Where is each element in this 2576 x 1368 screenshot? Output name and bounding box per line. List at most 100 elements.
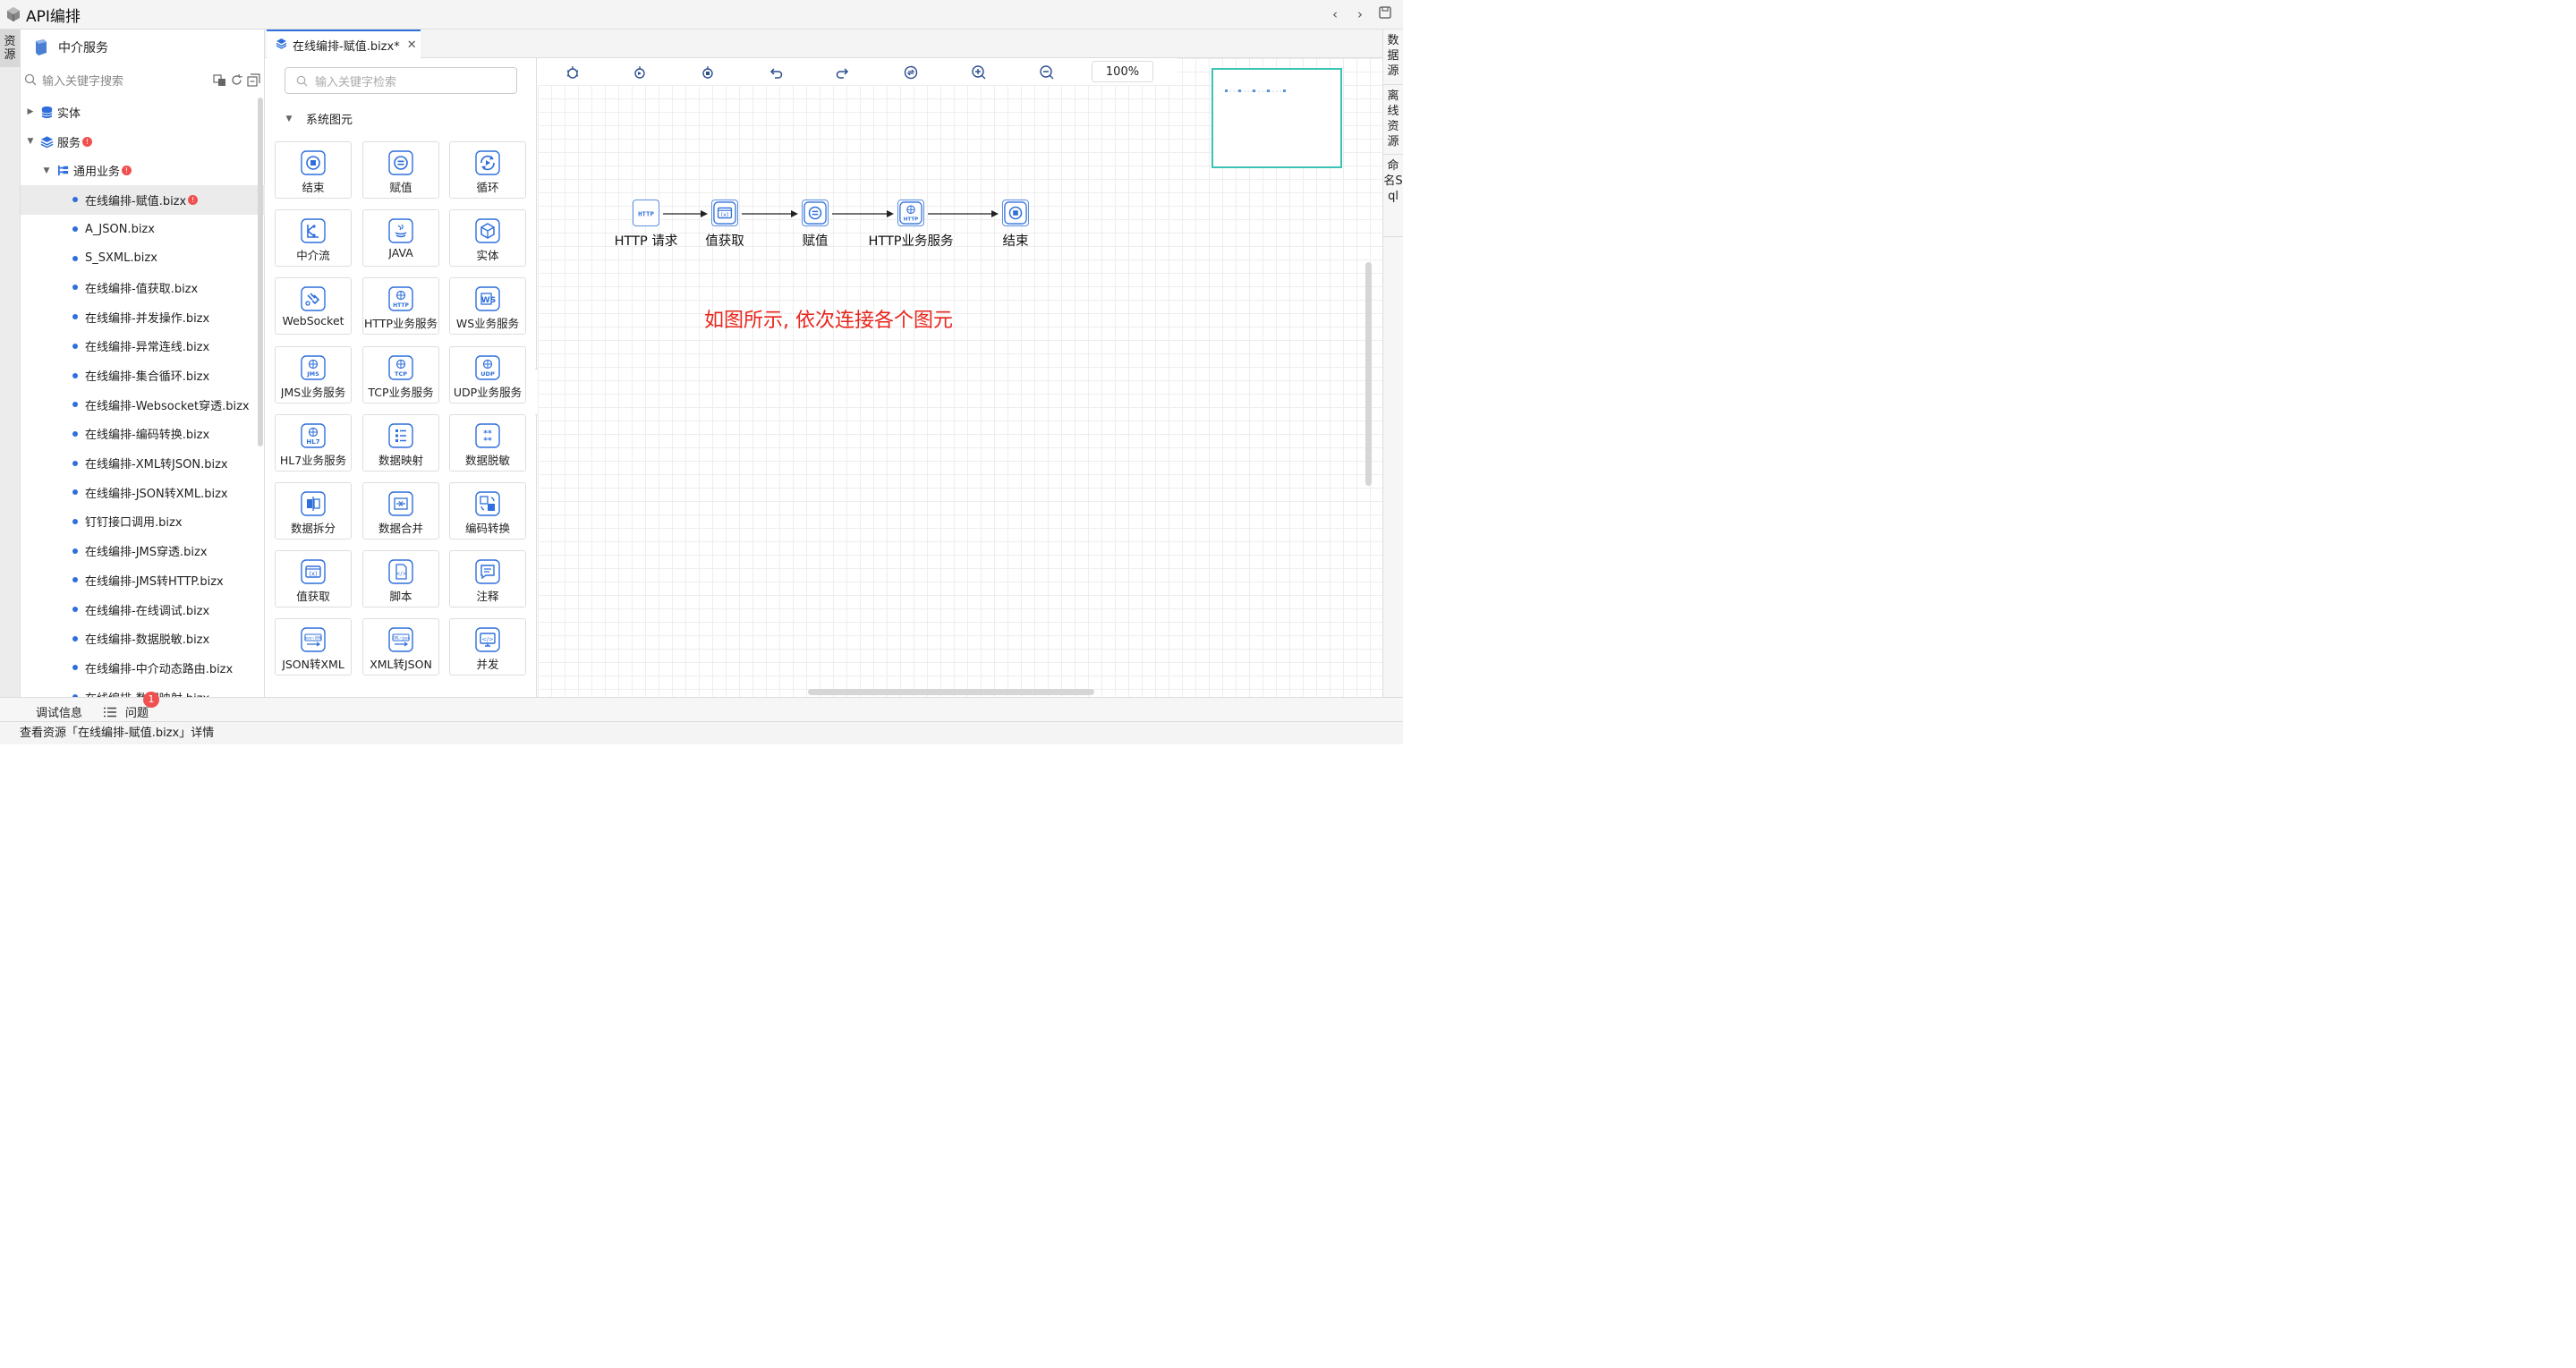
palette-item[interactable]: 数据拆分 <box>275 482 352 540</box>
tree-item[interactable]: 在线编排-JMS穿透.bizx <box>21 536 265 565</box>
svg-text:HL7: HL7 <box>306 438 319 446</box>
http-globe-icon: HTTP <box>388 286 413 312</box>
tab-datasource[interactable]: 数据源 <box>1383 30 1403 85</box>
auto-layout-icon[interactable] <box>903 64 919 81</box>
file-dot-icon <box>72 285 78 291</box>
resource-search-input[interactable]: 输入关键字搜索 <box>42 74 124 89</box>
tree-item[interactable]: ▼通用业务! <box>21 156 265 185</box>
palette-item[interactable]: 结束 <box>275 141 352 199</box>
canvas-v-scrollbar[interactable] <box>1365 262 1372 486</box>
tab-online-orchestration[interactable]: 在线编排-赋值.bizx* ✕ <box>267 30 421 58</box>
debug-start-icon[interactable] <box>565 64 581 81</box>
tree-item-label: 在线编排-并发操作.bizx <box>85 311 210 326</box>
palette-item[interactable]: (x)值获取 <box>275 550 352 608</box>
tab-resources[interactable]: 资源 <box>0 30 20 67</box>
palette-item[interactable]: 赋值 <box>362 141 439 199</box>
palette-item[interactable]: WebSocket <box>275 277 352 336</box>
tree-item[interactable]: 在线编排-XML转JSON.bizx <box>21 448 265 478</box>
tree-item[interactable]: 在线编排-并发操作.bizx <box>21 302 265 332</box>
zoom-out-icon[interactable] <box>1039 64 1055 81</box>
tab-named-sql[interactable]: 命名Sql <box>1383 155 1403 237</box>
forward-icon[interactable]: › <box>1357 6 1363 22</box>
zoom-in-icon[interactable] <box>971 64 987 81</box>
tree-item[interactable]: 在线编排-Websocket穿透.bizx <box>21 390 265 420</box>
tree-item[interactable]: 在线编排-JSON转XML.bizx <box>21 478 265 507</box>
chevron-down-icon[interactable]: ▼ <box>43 166 50 175</box>
tree-scrollbar[interactable] <box>258 98 263 446</box>
undo-icon[interactable] <box>768 64 784 81</box>
palette-section-system[interactable]: ▼ 系统图元 <box>285 110 353 127</box>
tree-item[interactable]: ▼服务! <box>21 127 265 157</box>
flow-node[interactable]: (x)值获取 <box>671 200 778 250</box>
palette-item[interactable]: </>并发 <box>449 618 526 676</box>
palette-item[interactable]: 编码转换 <box>449 482 526 540</box>
tab-debug-info[interactable]: 调试信息 <box>36 707 83 720</box>
palette-item-label: 数据合并 <box>378 522 423 535</box>
tab-problems[interactable]: 问题 <box>104 703 149 720</box>
tree-item[interactable]: 在线编排-异常连线.bizx <box>21 332 265 361</box>
flow-node[interactable]: 赋值 <box>761 200 869 250</box>
file-dot-icon <box>72 255 78 261</box>
palette-item[interactable]: 实体 <box>449 209 526 268</box>
tree-item[interactable]: 在线编排-中介动态路由.bizx <box>21 653 265 683</box>
zoom-level[interactable]: 100% <box>1092 61 1153 82</box>
collapse-all-icon[interactable] <box>247 72 260 87</box>
palette-item-label: HTTP业务服务 <box>364 317 438 331</box>
comment-icon <box>475 559 500 584</box>
tree-item[interactable]: 在线编排-集合循环.bizx <box>21 361 265 390</box>
palette-search-input[interactable]: 输入关键字检索 <box>315 75 397 89</box>
file-dot-icon <box>72 577 78 583</box>
chevron-right-icon[interactable]: ▶ <box>27 107 34 117</box>
refresh-icon[interactable] <box>230 73 243 87</box>
tree-item[interactable]: 在线编排-在线调试.bizx <box>21 595 265 625</box>
chevron-down-icon[interactable]: ▼ <box>27 137 34 147</box>
svg-text:JMS: JMS <box>306 370 319 378</box>
redo-icon[interactable] <box>835 64 851 81</box>
palette-item[interactable]: ****数据脱敏 <box>449 413 526 472</box>
tree-item[interactable]: S_SXML.bizx <box>21 243 265 273</box>
resource-search[interactable]: 输入关键字搜索 <box>21 65 264 94</box>
palette-item[interactable]: 注释 <box>449 550 526 608</box>
palette-item[interactable]: </>脚本 <box>362 550 439 608</box>
debug-step-icon[interactable] <box>632 64 648 81</box>
palette-item[interactable]: HTTP HTTP业务服务 <box>362 277 439 336</box>
debug-stop-icon[interactable] <box>700 64 716 81</box>
flow-node[interactable]: 结束 <box>962 200 1069 250</box>
tree-item[interactable]: 在线编排-JMS转HTTP.bizx <box>21 565 265 595</box>
palette-item[interactable]: 数据映射 <box>362 413 439 472</box>
tree-item[interactable]: 在线编排-编码转换.bizx <box>21 420 265 449</box>
canvas-h-scrollbar[interactable] <box>808 689 1094 695</box>
palette-item[interactable]: 循环 <box>449 141 526 199</box>
layers-icon <box>276 38 287 53</box>
tree-item[interactable]: A_JSON.bizx <box>21 215 265 244</box>
tab-offline-resources[interactable]: 离线资源 <box>1383 85 1403 155</box>
tree-item[interactable]: 在线编排-数据脱敏.bizx <box>21 624 265 653</box>
tree-item[interactable]: 钉钉接口调用.bizx <box>21 507 265 537</box>
http-icon: HTTP <box>633 200 659 226</box>
tree-item[interactable]: ▶实体 <box>21 98 265 127</box>
tree-item[interactable]: 在线编排-值获取.bizx <box>21 273 265 302</box>
tree-item[interactable]: 在线编排-赋值.bizx! <box>21 185 265 215</box>
tree-item[interactable]: 在线编排-数据映射.bizx <box>21 683 265 697</box>
palette-item[interactable]: JAVA <box>362 209 439 268</box>
palette-item[interactable]: 中介流 <box>275 209 352 268</box>
minimap[interactable] <box>1211 68 1342 168</box>
palette-search[interactable]: 输入关键字检索 <box>285 67 517 94</box>
close-icon[interactable]: ✕ <box>406 38 417 52</box>
tree-item-label: 在线编排-JSON转XML.bizx <box>85 487 228 501</box>
save-icon[interactable] <box>1378 6 1392 22</box>
back-icon[interactable]: ‹ <box>1332 6 1338 22</box>
translate-icon[interactable] <box>213 73 226 87</box>
palette-item[interactable]: 数据合并 <box>362 482 439 540</box>
